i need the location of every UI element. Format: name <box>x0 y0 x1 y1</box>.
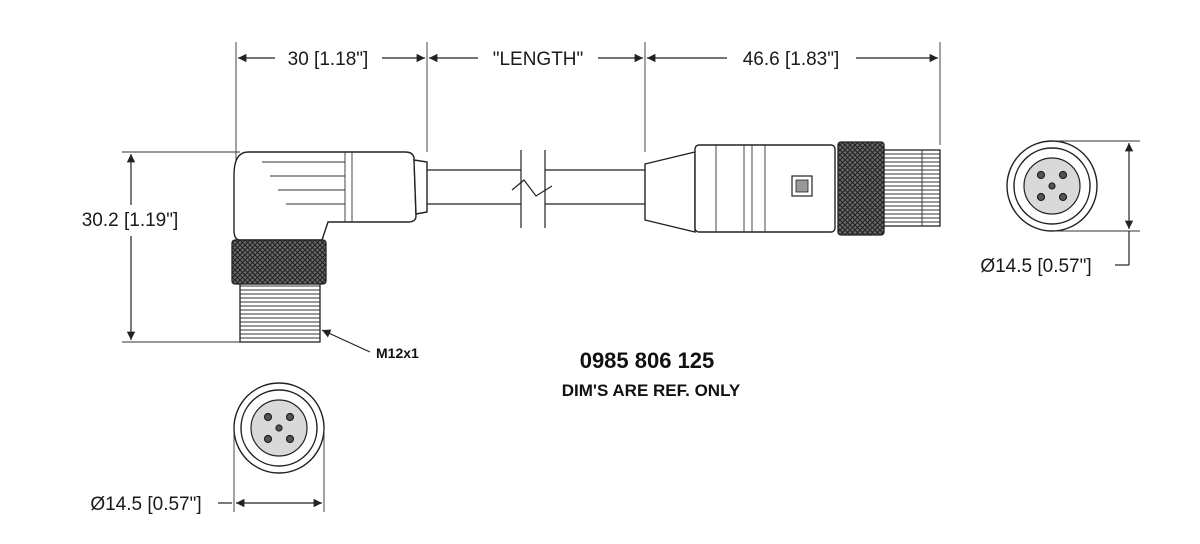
bottom-face-view <box>218 382 325 512</box>
thread-leader <box>321 329 371 353</box>
right-angle-connector <box>231 151 428 343</box>
dim-left-length: 30 [1.18"] <box>288 49 369 70</box>
height-dimension <box>122 151 240 343</box>
dim-right-face-diameter: Ø14.5 [0.57"] <box>980 256 1091 277</box>
cable <box>427 150 645 228</box>
thread-label: M12x1 <box>376 345 419 361</box>
reference-note: DIM'S ARE REF. ONLY <box>562 381 741 400</box>
dim-height: 30.2 [1.19"] <box>82 210 179 231</box>
straight-connector <box>644 141 941 236</box>
top-dimensions <box>235 42 941 160</box>
part-number: 0985 806 125 <box>580 348 715 373</box>
dim-bottom-face-diameter: Ø14.5 [0.57"] <box>90 494 201 515</box>
right-face-view <box>1006 140 1140 266</box>
dim-right-length: 46.6 [1.83"] <box>743 49 840 70</box>
dim-cable-length: "LENGTH" <box>493 49 584 70</box>
